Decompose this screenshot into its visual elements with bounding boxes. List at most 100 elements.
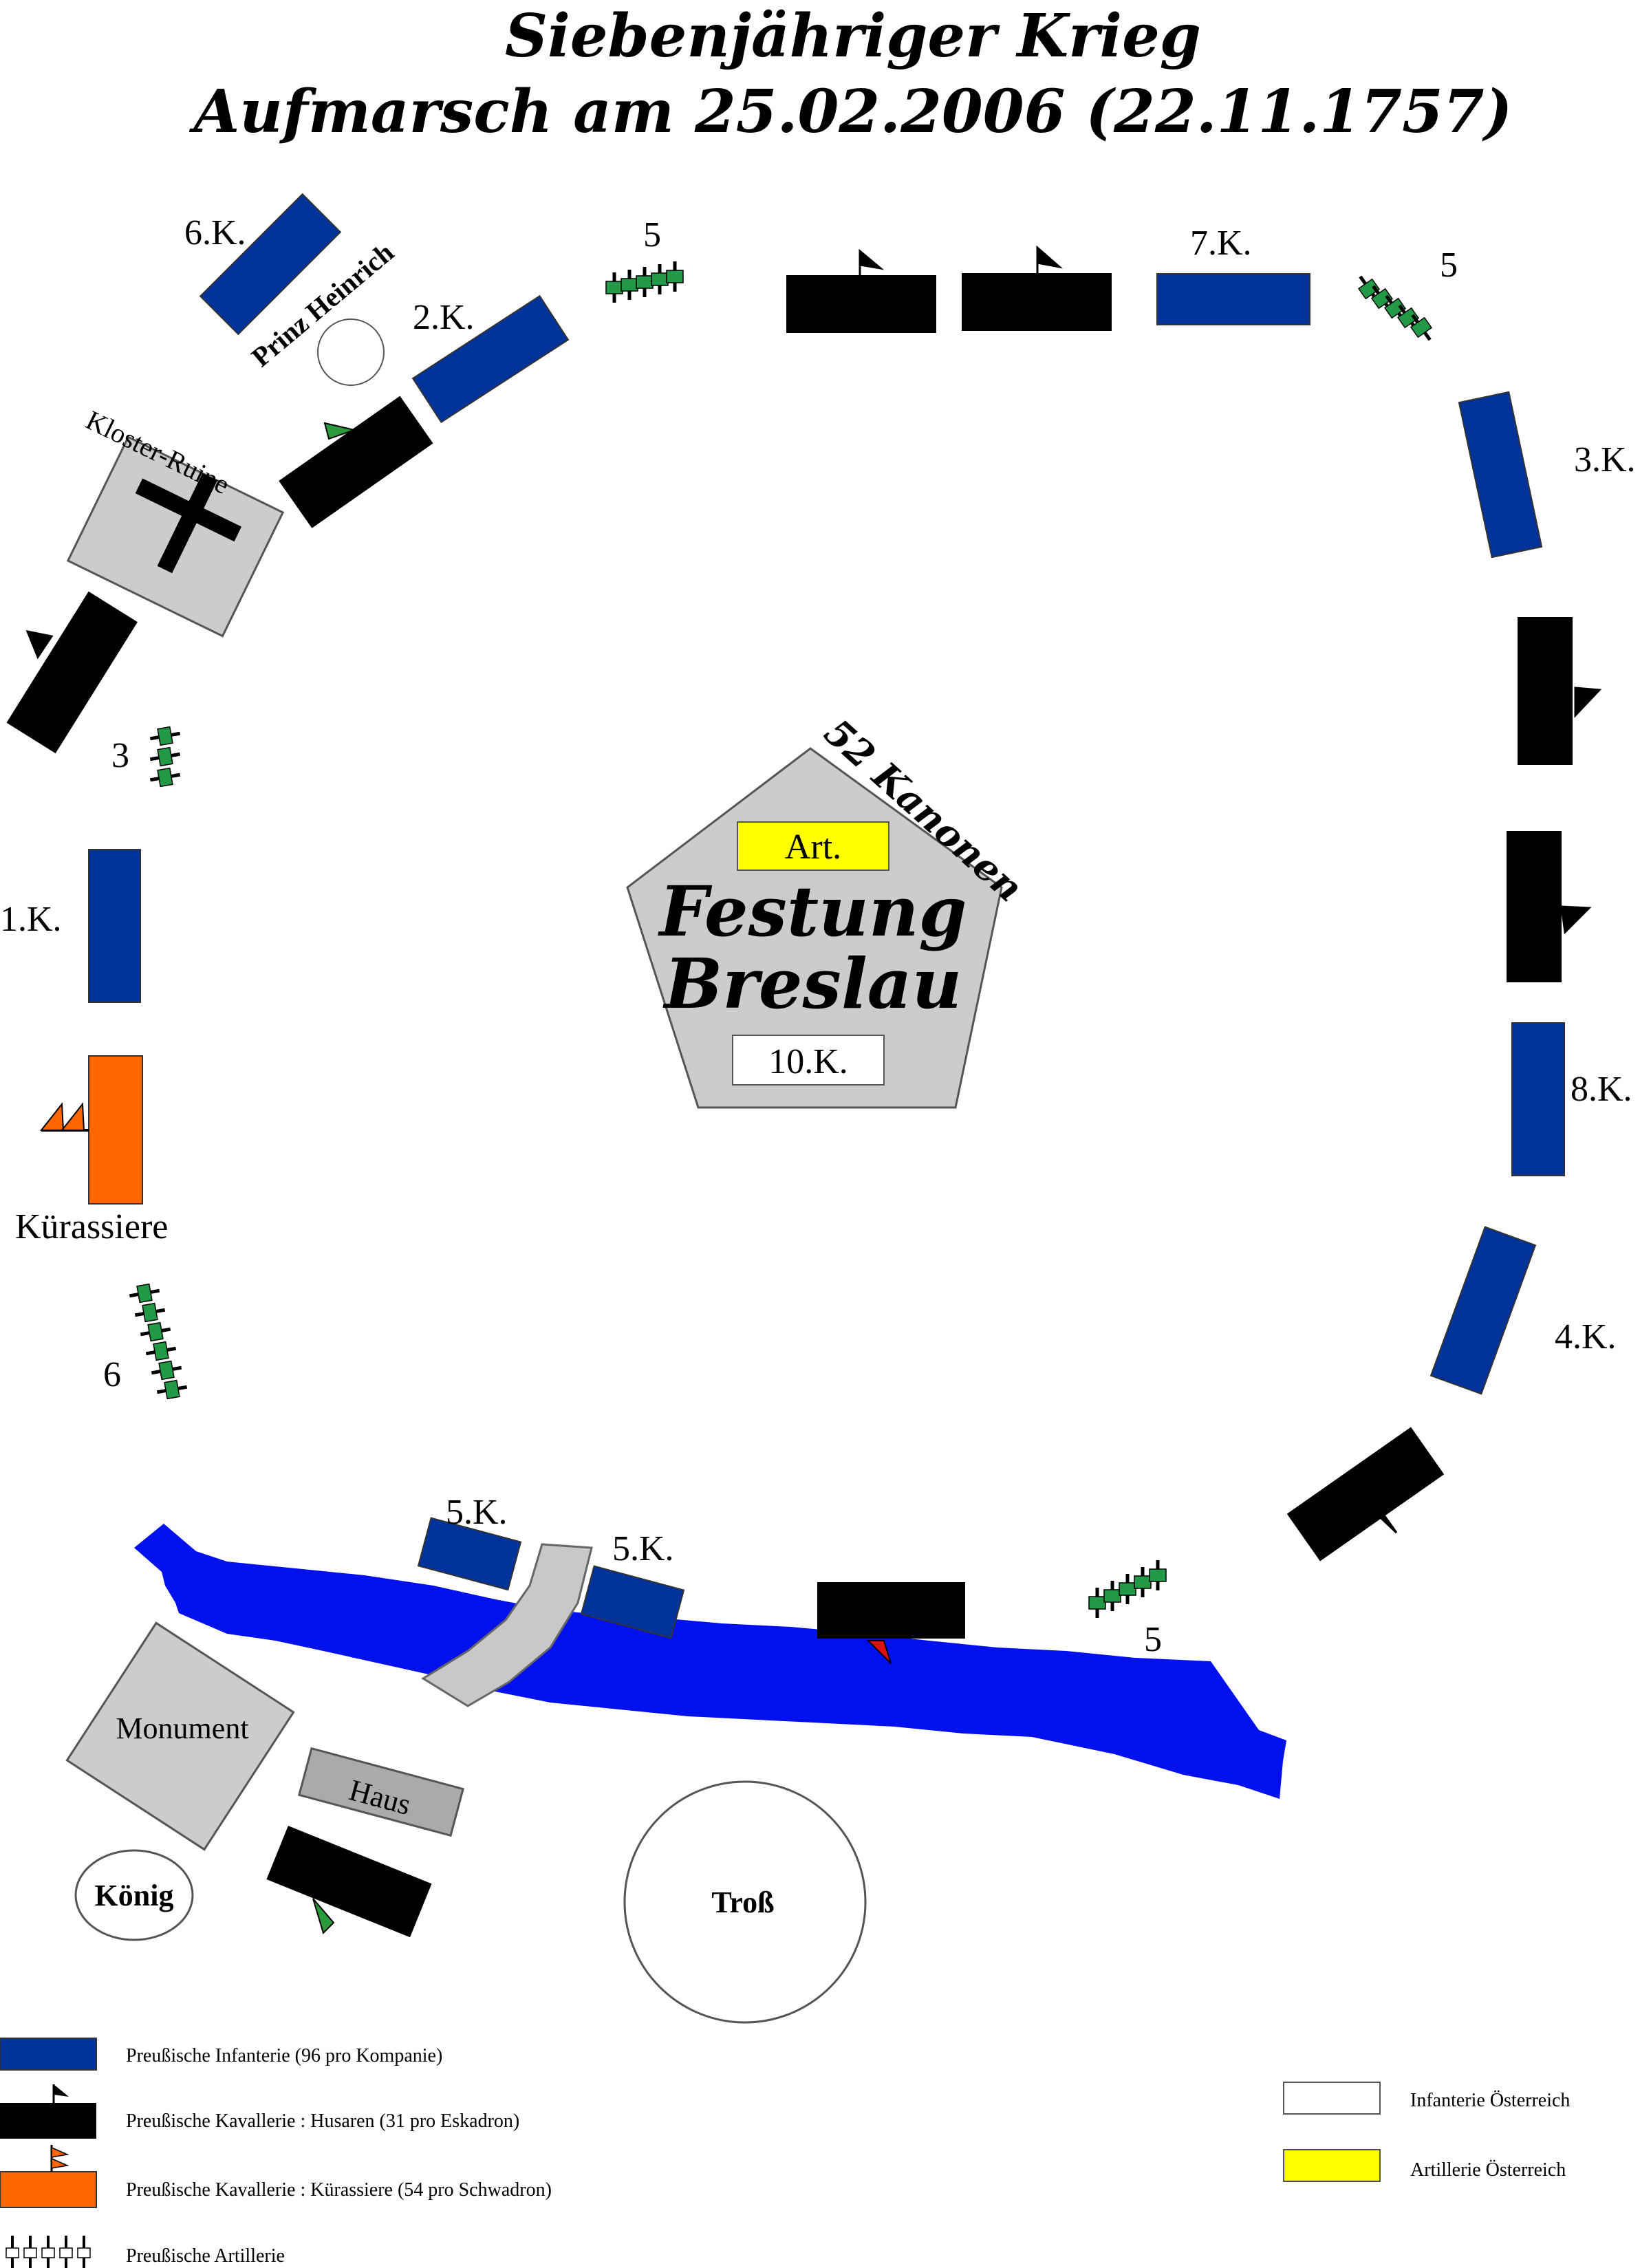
artillery-bottom-left-gun [140, 1321, 171, 1342]
hussar-flags [25, 245, 1602, 1534]
legend-swatch-austria-infantry [1283, 2082, 1381, 2115]
hussar-top-2 [962, 273, 1112, 331]
koenig-label: König [95, 1879, 174, 1912]
legend: Preußische Infanterie (96 pro Kompanie) … [0, 2038, 1570, 2268]
legend-swatch-infantry [0, 2038, 97, 2071]
artillery-top-gun [621, 270, 638, 300]
red-flag-bottom [866, 1640, 892, 1664]
artillery-left-gun [149, 767, 181, 788]
prinz-heinrich-marker [317, 318, 385, 386]
legend-artillery-gun-body [41, 2247, 55, 2258]
infantry-5k-a [417, 1517, 522, 1591]
legend-text-infantry: Preußische Infanterie (96 pro Kompanie) [126, 2045, 442, 2066]
hussar-bottom-left [266, 1826, 432, 1938]
label-kurassiere: Kürassiere [15, 1207, 168, 1246]
artillery-bottom-right-gun [1149, 1560, 1167, 1590]
hussar-bottom-right [1286, 1427, 1445, 1562]
legend-swatch-austria-artillery [1283, 2149, 1381, 2182]
title-line-1: Siebenjähriger Krieg [505, 1, 1201, 71]
label-2k: 2.K. [413, 298, 475, 337]
breslau-label: Breslau [662, 943, 962, 1024]
infantry-1k [88, 849, 141, 1003]
legend-swatch-cuirassiers [0, 2171, 97, 2208]
title-line-2: Aufmarsch am 25.02.2006 (22.11.1757) [189, 77, 1513, 147]
label-5k-a: 5.K. [446, 1493, 508, 1532]
legend-artillery-gun-body [23, 2247, 37, 2258]
monument-label: Monument [116, 1711, 248, 1745]
legend-text-cuirassiers: Preußische Kavallerie : Kürassiere (54 p… [126, 2179, 552, 2201]
artillery-bottom-left-gun [134, 1302, 166, 1323]
infantry-6k [199, 193, 342, 336]
bridge [421, 1543, 593, 1707]
label-1k: 1.K. [0, 900, 62, 939]
artillery-bottom-right-gun [1103, 1581, 1121, 1611]
10k-label: 10.K. [768, 1042, 848, 1081]
cuirassier-unit [88, 1055, 143, 1205]
infantry-8k [1511, 1022, 1565, 1176]
legend-swatch-hussars [0, 2103, 96, 2139]
artillery-count-bottom-left: 6 [103, 1355, 121, 1394]
cuirassier-flags [39, 1102, 89, 1132]
austria-infantry-box [732, 1035, 885, 1086]
legend-text-austria-infantry: Infanterie Österreich [1410, 2090, 1570, 2111]
artillery-bottom-right-gun [1088, 1588, 1106, 1618]
kloster-ruine [66, 435, 285, 638]
artillery-top-gun [636, 267, 654, 297]
artillery-count-bottom-right: 5 [1144, 1620, 1162, 1659]
tross-marker [623, 1780, 867, 2024]
festung-breslau [626, 747, 1003, 1109]
hussar-left [6, 591, 138, 754]
artillery-bottom-right-gun [1134, 1567, 1152, 1597]
hussar-left-top [279, 396, 433, 528]
artillery-top-gun [651, 264, 669, 294]
label-8k: 8.K. [1571, 1070, 1632, 1109]
haus [297, 1747, 465, 1837]
artillery-count-left: 3 [111, 736, 129, 775]
infantry-units [88, 193, 1565, 1639]
artillery-top-gun [605, 272, 623, 303]
monument [65, 1621, 295, 1851]
artillery-count-top: 5 [643, 215, 661, 255]
label-3k: 3.K. [1574, 440, 1636, 479]
label-4k: 4.K. [1555, 1317, 1617, 1357]
legend-artillery-gun-body [77, 2247, 91, 2258]
label-5k-b: 5.K. [612, 1529, 674, 1568]
hussar-bottom [817, 1582, 965, 1639]
label-6k: 6.K. [184, 213, 246, 252]
artillery-bottom-left-gun [156, 1379, 188, 1400]
austria-artillery-box [737, 821, 889, 871]
legend-swatch-artillery [6, 2236, 91, 2268]
artillery-bottom-left-gun [129, 1283, 160, 1304]
festung-label: Festung [658, 871, 967, 952]
artillery-groups [129, 261, 1433, 1618]
tross-label: Troß [711, 1886, 774, 1919]
infantry-2k [411, 294, 570, 424]
hussar-units [6, 273, 1573, 1938]
artillery-top-gun [666, 261, 684, 292]
legend-artillery-gun-body [6, 2247, 19, 2258]
koenig-marker [74, 1849, 194, 1941]
artillery-top-right-gun [1410, 314, 1433, 341]
legend-text-hussars: Preußische Kavallerie : Husaren (31 pro … [126, 2110, 519, 2132]
hussar-right-1 [1518, 617, 1573, 765]
artillery-bottom-left-gun [145, 1341, 177, 1361]
hussar-right-2 [1507, 831, 1562, 982]
infantry-4k [1429, 1226, 1537, 1395]
artillery-bottom-left-gun [151, 1360, 182, 1381]
green-flag-top-left [323, 422, 357, 440]
artillery-count-top-right: 5 [1440, 246, 1458, 285]
river [134, 1524, 1286, 1799]
legend-text-austria-artillery: Artillerie Österreich [1410, 2159, 1566, 2181]
hussar-top-1 [786, 275, 936, 333]
infantry-3k [1458, 391, 1543, 559]
infantry-7k [1156, 273, 1310, 325]
legend-artillery-gun-body [59, 2247, 73, 2258]
infantry-5k-b [580, 1565, 685, 1639]
artillery-bottom-right-gun [1119, 1574, 1136, 1604]
label-7k: 7.K. [1190, 224, 1252, 263]
green-flag-bottom-left [312, 1898, 335, 1934]
austria-artillery-label: Art. [785, 828, 841, 867]
artillery-left-gun [149, 746, 181, 767]
legend-text-artillery: Preußische Artillerie [126, 2245, 285, 2267]
